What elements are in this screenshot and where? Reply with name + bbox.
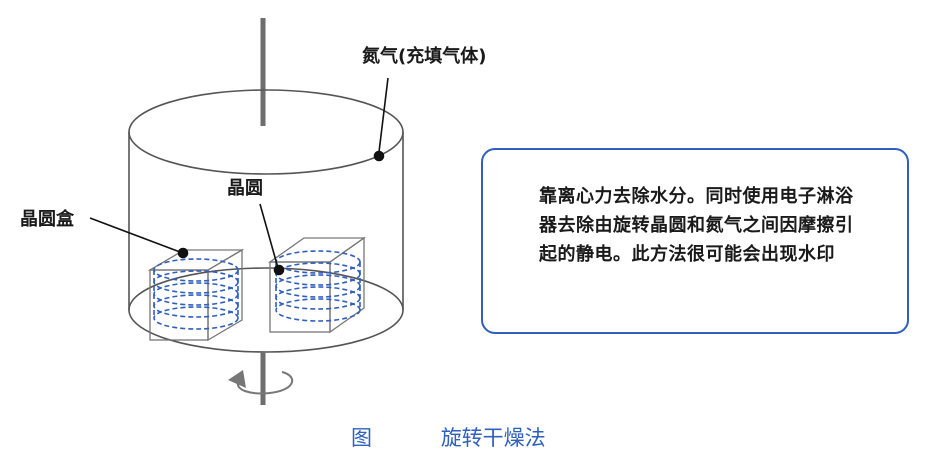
- label-wafer: 晶圆: [227, 178, 263, 199]
- figure-prefix: 图: [351, 426, 372, 450]
- leader-wafer-box: [89, 217, 181, 253]
- figure-title: 旋转干燥法: [440, 426, 546, 450]
- leader-wafer: [259, 203, 279, 269]
- explanation-box: 靠离心力去除水分。同时使用电子淋浴器去除由旋转晶圆和氮气之间因摩擦引起的静电。此…: [481, 148, 909, 334]
- wafer-box-left: [147, 248, 245, 342]
- label-nitrogen: 氮气(充填气体): [362, 46, 487, 67]
- rotation-arrow-icon: [228, 370, 294, 395]
- dryer-cylinder: [128, 89, 404, 353]
- label-wafer-box: 晶圆盒: [20, 209, 74, 230]
- explanation-text: 靠离心力去除水分。同时使用电子淋浴器去除由旋转晶圆和氮气之间因摩擦引起的静电。此…: [539, 186, 854, 265]
- leader-nitrogen: [378, 77, 389, 153]
- figure-caption: 图 旋转干燥法: [351, 422, 546, 452]
- wafer-box-right: [267, 236, 367, 334]
- leader-lines: [89, 77, 389, 276]
